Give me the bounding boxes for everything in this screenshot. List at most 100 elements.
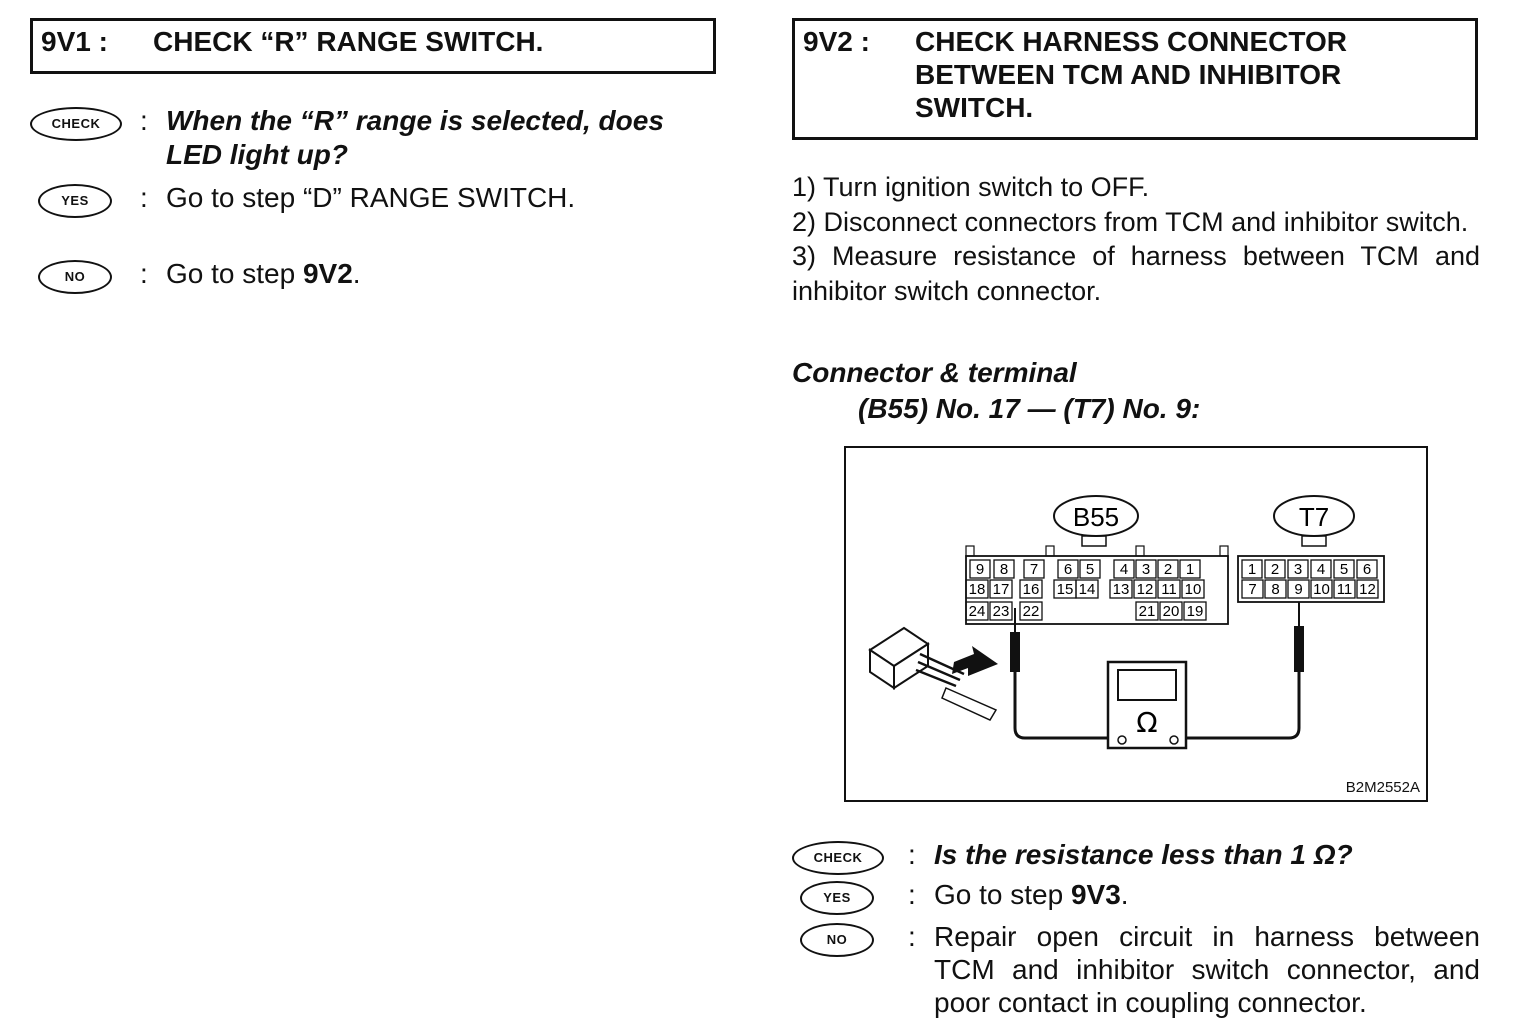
pin-8: [993, 559, 1015, 579]
yes-row: YES : Go to step “D” RANGE SWITCH.: [30, 181, 720, 218]
pin-11: [1333, 579, 1356, 599]
pin-label-2: 2: [1271, 561, 1279, 578]
pin-label-5: 5: [1340, 561, 1348, 578]
pin-label-3: 3: [1142, 561, 1150, 578]
check-question: Is the resistance less than 1 Ω?: [934, 839, 1353, 870]
pin-label-19: 19: [1187, 603, 1204, 620]
yes-icon: YES: [800, 881, 874, 915]
yes-icon: YES: [38, 184, 112, 218]
pin-label-8: 8: [1000, 561, 1008, 578]
pin-20: [1159, 601, 1183, 621]
pin-3: [1135, 559, 1157, 579]
step-id: 9V1 :: [41, 26, 108, 57]
pin-2: [1264, 559, 1286, 579]
no-icon: NO: [800, 923, 874, 957]
pin-label-6: 6: [1064, 561, 1072, 578]
pin-label-8: 8: [1271, 581, 1279, 598]
pin-21: [1135, 601, 1159, 621]
step-id: 9V2 :: [803, 26, 870, 57]
connector-label-b55: B55: [1073, 502, 1119, 532]
procedure-step-3: 3) Measure resistance of harness between…: [792, 241, 1480, 306]
step-ref-link: 9V2: [302, 258, 353, 289]
procedure-list: 1) Turn ignition switch to OFF. 2) Disco…: [792, 170, 1480, 308]
pin-14: [1075, 579, 1099, 599]
step-header-9v1: 9V1 : CHECK “R” RANGE SWITCH.: [30, 18, 716, 74]
pin-5: [1333, 559, 1355, 579]
procedure-step-2: 2) Disconnect connectors from TCM and in…: [792, 206, 1469, 237]
pin-6: [1356, 559, 1378, 579]
no-action: Repair open circuit in harness between T…: [934, 921, 1480, 1018]
pin-17: [989, 579, 1013, 599]
procedure-step-1: 1) Turn ignition switch to OFF.: [792, 172, 1150, 202]
pin-label-6: 6: [1363, 561, 1371, 578]
pin-label-3: 3: [1294, 561, 1302, 578]
pin-1: [1179, 559, 1201, 579]
pin-10: [1310, 579, 1333, 599]
pin-9: [969, 559, 991, 579]
svg-text:Ω: Ω: [1136, 706, 1157, 739]
pin-9: [1287, 579, 1310, 599]
pin-label-11: 11: [1337, 581, 1353, 598]
pin-7: [1023, 559, 1045, 579]
pin-label-10: 10: [1313, 581, 1330, 598]
pin-24: [965, 601, 989, 621]
pin-13: [1109, 579, 1133, 599]
step-title: CHECK HARNESS CONNECTOR BETWEEN TCM AND …: [915, 26, 1347, 123]
pin-6: [1057, 559, 1079, 579]
figure-code: B2M2552A: [1345, 779, 1420, 796]
pin-23: [989, 601, 1013, 621]
pin-label-14: 14: [1079, 581, 1096, 598]
pin-label-9: 9: [1294, 581, 1302, 598]
pin-label-12: 12: [1137, 581, 1154, 598]
check-icon: CHECK: [792, 841, 884, 875]
pin-label-7: 7: [1248, 581, 1256, 598]
pin-label-9: 9: [976, 561, 984, 578]
pin-label-1: 1: [1186, 561, 1194, 578]
pin-8: [1264, 579, 1287, 599]
pin-label-24: 24: [969, 603, 986, 620]
no-icon: NO: [38, 260, 112, 294]
pin-12: [1133, 579, 1157, 599]
pin-19: [1183, 601, 1207, 621]
probe-b55: [1010, 632, 1020, 672]
pin-4: [1113, 559, 1135, 579]
pin-2: [1157, 559, 1179, 579]
pin-12: [1356, 579, 1379, 599]
pin-label-5: 5: [1086, 561, 1094, 578]
pin-11: [1157, 579, 1181, 599]
pin-label-21: 21: [1139, 603, 1156, 620]
yes-action: Go to step “D” RANGE SWITCH.: [166, 182, 576, 213]
pin-7: [1241, 579, 1264, 599]
pin-label-22: 22: [1023, 603, 1040, 620]
pin-label-23: 23: [993, 603, 1010, 620]
ohmmeter-icon: Ω: [1106, 660, 1188, 750]
step-header-9v2: 9V2 : CHECK HARNESS CONNECTOR BETWEEN TC…: [792, 18, 1478, 140]
pin-16: [1019, 579, 1043, 599]
check-row: CHECK : Is the resistance less than 1 Ω?: [792, 838, 1480, 875]
pin-label-1: 1: [1248, 561, 1256, 578]
plug-connector-icon: [868, 626, 998, 721]
pin-label-7: 7: [1030, 561, 1038, 578]
pin-label-20: 20: [1163, 603, 1180, 620]
pin-label-16: 16: [1023, 581, 1040, 598]
step-ref-link: 9V3: [1070, 879, 1121, 910]
connector-heading: Connector & terminal: [792, 357, 1077, 388]
no-row: NO : Repair open circuit in harness betw…: [792, 920, 1480, 1019]
step-title: CHECK “R” RANGE SWITCH.: [153, 26, 544, 57]
pin-3: [1287, 559, 1309, 579]
check-icon: CHECK: [30, 107, 122, 141]
pin-label-12: 12: [1359, 581, 1376, 598]
pin-18: [965, 579, 989, 599]
connector-spec: (B55) No. 17 — (T7) No. 9:: [858, 393, 1201, 424]
yes-action: Go to step 9V3.: [934, 879, 1129, 910]
pin-22: [1019, 601, 1043, 621]
pin-4: [1310, 559, 1332, 579]
no-action: Go to step 9V2.: [166, 258, 361, 289]
probe-t7: [1294, 626, 1304, 672]
insert-arrow-icon: [952, 646, 998, 676]
pin-5: [1079, 559, 1101, 579]
pin-label-13: 13: [1113, 581, 1130, 598]
